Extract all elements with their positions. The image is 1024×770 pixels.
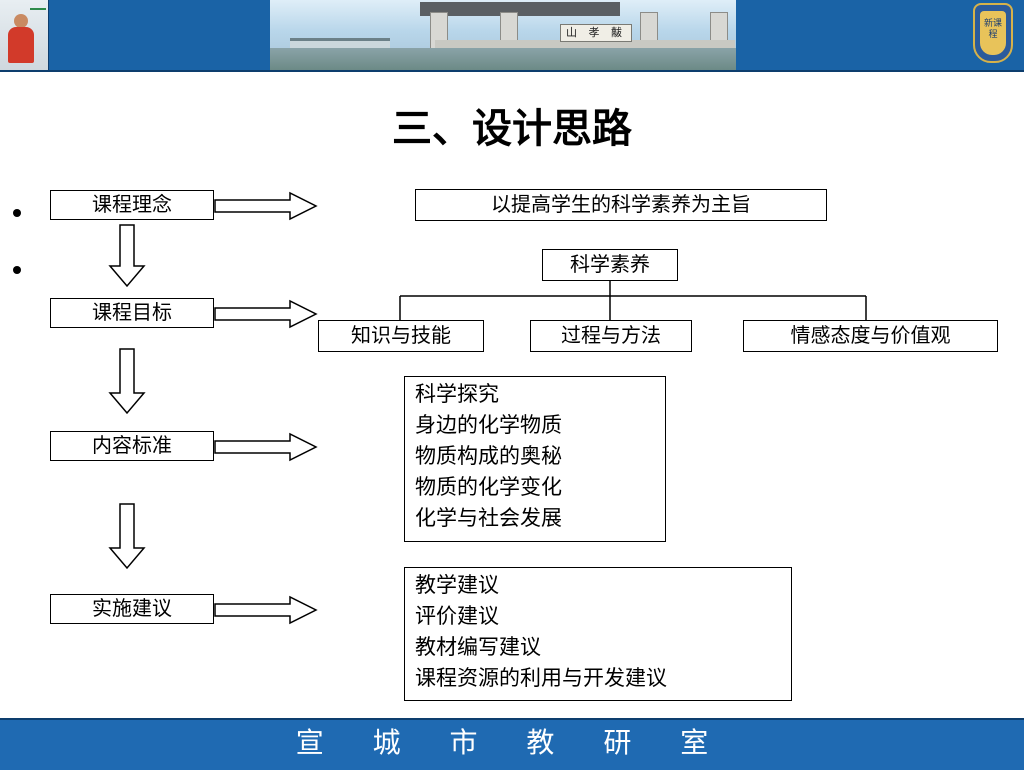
literacy-root-box: 科学素养 — [542, 249, 678, 281]
literacy-child-process: 过程与方法 — [530, 320, 692, 352]
archway-photo: 山 孝 黻 — [270, 0, 736, 70]
list-item: 身边的化学物质 — [415, 413, 562, 437]
archway-plaque: 山 孝 黻 — [560, 24, 632, 42]
literacy-child-knowledge: 知识与技能 — [318, 320, 484, 352]
archway-beam — [435, 40, 735, 48]
bullet-dot — [13, 209, 21, 217]
footer-org-name: 宣 城 市 教 研 室 — [295, 726, 729, 759]
school-logo-icon: 新课程 — [973, 3, 1013, 63]
concept-goal-box: 以提高学生的科学素养为主旨 — [415, 189, 827, 221]
down-arrow-icon — [108, 224, 146, 288]
suggestions-list: 教学建议 评价建议 教材编写建议 课程资源的利用与开发建议 — [404, 567, 792, 701]
step-box-content: 内容标准 — [50, 431, 214, 461]
teacher-photo — [0, 0, 49, 70]
right-arrow-icon — [214, 432, 318, 462]
list-item: 物质的化学变化 — [415, 475, 562, 499]
bullet-dot — [13, 266, 21, 274]
archway-roof — [420, 2, 620, 16]
right-arrow-icon — [214, 191, 318, 221]
down-arrow-icon — [108, 503, 146, 570]
list-item: 教学建议 — [415, 573, 499, 597]
list-item: 评价建议 — [415, 604, 499, 628]
list-item: 物质构成的奥秘 — [415, 444, 562, 468]
header-banner: 山 孝 黻 新课程 — [0, 0, 1024, 72]
blackboard — [30, 8, 46, 10]
right-arrow-icon — [214, 595, 318, 625]
slide-title: 三、设计思路 — [392, 105, 632, 152]
step-box-concept: 课程理念 — [50, 190, 214, 220]
right-arrow-icon — [214, 299, 318, 329]
list-item: 课程资源的利用与开发建议 — [415, 666, 667, 690]
list-item: 教材编写建议 — [415, 635, 541, 659]
footer-bar: 宣 城 市 教 研 室 — [0, 718, 1024, 770]
list-item: 科学探究 — [415, 382, 499, 406]
list-item: 化学与社会发展 — [415, 506, 562, 530]
logo-emblem: 新课程 — [980, 11, 1006, 55]
step-box-goal: 课程目标 — [50, 298, 214, 328]
down-arrow-icon — [108, 348, 146, 415]
teacher-body — [8, 27, 34, 63]
teacher-head — [14, 14, 28, 28]
content-standard-list: 科学探究 身边的化学物质 物质构成的奥秘 物质的化学变化 化学与社会发展 — [404, 376, 666, 542]
foreground-hill — [270, 48, 736, 70]
literacy-child-emotion: 情感态度与价值观 — [743, 320, 998, 352]
step-box-suggestions: 实施建议 — [50, 594, 214, 624]
